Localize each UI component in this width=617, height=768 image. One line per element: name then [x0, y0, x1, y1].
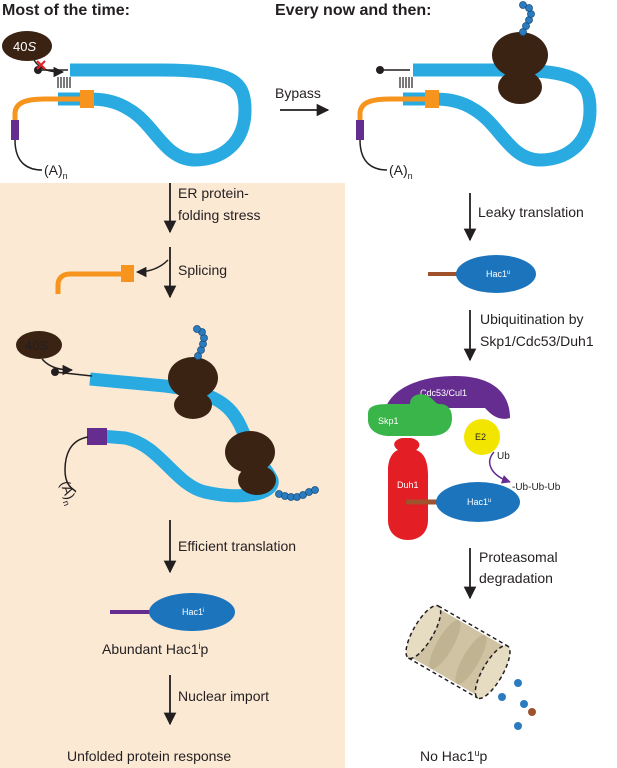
svg-text:Cdc53/Cul1: Cdc53/Cul1: [420, 388, 467, 398]
proteasome: [405, 604, 511, 700]
er-stress-label: ER protein-: [178, 185, 249, 201]
proteasomal-label-2: degradation: [479, 570, 553, 586]
e2: [464, 419, 500, 455]
ribosome-40s-blocked: 40S: [2, 31, 65, 78]
bypass-label: Bypass: [275, 85, 321, 101]
svg-text:Hac1i: Hac1i: [182, 607, 204, 617]
nascent-peptide-top-right: [519, 1, 535, 36]
ub-label: Ub: [497, 451, 510, 462]
svg-text:Hac1u: Hac1u: [467, 497, 491, 507]
excised-intron: [55, 265, 134, 294]
hac1u-protein: Hac1u: [428, 255, 536, 293]
efficient-translation-label: Efficient translation: [178, 538, 296, 554]
splicing-label: Splicing: [178, 262, 227, 278]
polya-tail-left: (A)n: [44, 162, 68, 181]
svg-text:E2: E2: [475, 432, 486, 442]
hac1u-bound: [436, 482, 520, 522]
ribosome-80s-upper: [168, 357, 218, 419]
upr-label: Unfolded protein response: [67, 748, 231, 764]
polya-purple-segment: [11, 120, 19, 140]
er-stress-label-2: folding stress: [178, 207, 260, 223]
abundant-hac1i-label: Abundant Hac1ip: [102, 641, 209, 657]
svg-text:40S: 40S: [13, 39, 36, 54]
ribosome-40s-scanning: 40S: [16, 331, 74, 376]
polya-tail-right: (A)n: [389, 162, 413, 181]
proteasomal-label: Proteasomal: [479, 549, 558, 565]
nascent-peptide-lower: [275, 486, 319, 501]
left-header: Most of the time:: [2, 2, 130, 19]
block-x-icon: [36, 60, 46, 70]
ubiquitination-label-2: Skp1/Cdc53/Duh1: [480, 333, 594, 349]
svg-text:40S: 40S: [25, 338, 48, 353]
polya-tail-spliced: (A)n: [54, 479, 80, 508]
svg-text:Hac1u: Hac1u: [486, 269, 510, 279]
degradation-fragments: [498, 679, 536, 730]
scf-complex: Cdc53/Cul1 Skp1 E2 Duh1 Hac1u Ub -Ub-Ub-…: [368, 376, 561, 540]
ribosome-80s-lower: [225, 431, 276, 495]
ribosome-80s-right: [492, 32, 548, 104]
svg-text:Skp1: Skp1: [378, 416, 399, 426]
unspliced-mrna-right: [356, 63, 597, 171]
polya-purple-segment-spliced: [87, 428, 107, 445]
right-header: Every now and then:: [275, 2, 431, 19]
svg-text:Duh1: Duh1: [397, 480, 419, 490]
skp1: [368, 394, 452, 436]
cap-dot: [34, 66, 42, 74]
no-hac1u-label: No Hac1up: [420, 748, 487, 764]
leaky-translation-label: Leaky translation: [478, 204, 584, 220]
ubiquitination-label: Ubiquitination by: [480, 311, 584, 327]
nuclear-import-label: Nuclear import: [178, 688, 269, 704]
splice-site-block: [80, 90, 94, 108]
cdc53-cul1: [384, 376, 510, 419]
unspliced-mrna-left: [11, 63, 252, 171]
nascent-peptide-upper: [193, 325, 208, 360]
ub-transfer-arrow: [489, 451, 511, 484]
duh1: [388, 438, 428, 540]
ub-chain-label: -Ub-Ub-Ub: [512, 482, 561, 493]
hac1i-protein: Hac1i: [110, 593, 235, 631]
intron-release-arrow: [135, 259, 169, 278]
